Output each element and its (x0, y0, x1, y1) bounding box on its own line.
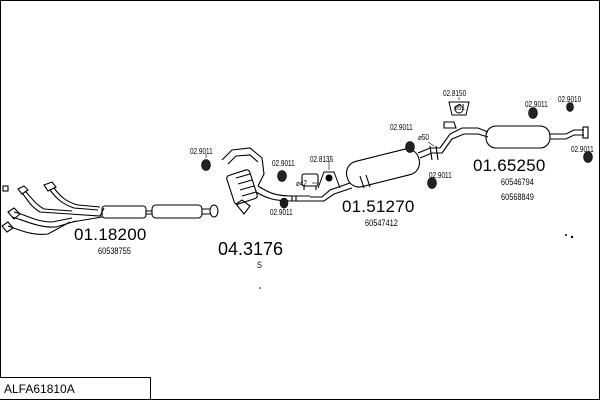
fitting-code-2: 02.9011 (272, 159, 295, 168)
part-number-middle-silencer: 01.51270 (342, 197, 415, 216)
fitting-code-8: 02.9011 (525, 100, 548, 109)
oe-number-rear-silencer-2: 60568849 (501, 192, 534, 202)
fitting-marks (201, 102, 593, 209)
clamp-shape (317, 171, 341, 189)
diameter-label-1: ⌀42 (296, 179, 307, 188)
part-number-catalyst: 04.3176 (218, 239, 284, 259)
oe-number-rear-silencer-1: 60546794 (501, 177, 534, 187)
rear-silencer-shape (439, 121, 589, 154)
leader-lines (205, 97, 573, 210)
middle-silencer-shape (310, 145, 442, 202)
part-number-front-pipe: 01.18200 (74, 225, 147, 244)
variant-catalyst: S (257, 260, 262, 270)
model-code-box: ALFA61810A (0, 377, 151, 399)
fitting-code-5: 02.9011 (390, 123, 413, 132)
model-code: ALFA61810A (4, 382, 75, 396)
oe-number-middle-silencer: 60547412 (365, 218, 398, 228)
front-pipe-shape (1, 181, 219, 235)
catalytic-converter-shape (221, 147, 319, 215)
fitting-code-3: 02.8135 (310, 155, 334, 164)
oe-number-front-pipe: 60538755 (98, 246, 131, 256)
diameter-label-3: ⌀51 (454, 103, 465, 112)
fitting-code-1: 02.9011 (190, 147, 213, 156)
decor-dots (259, 234, 574, 289)
part-number-rear-silencer: 01.65250 (473, 156, 546, 175)
fitting-code-9: 02.9010 (558, 95, 582, 104)
fitting-code-10: 02.9011 (571, 145, 594, 154)
diameter-label-2: ⌀50 (418, 133, 429, 142)
fitting-code-6: 02.8150 (443, 89, 467, 98)
fitting-code-7: 02.9011 (429, 171, 452, 180)
mounting-ring-shape (448, 101, 470, 116)
fitting-code-4: 02.9011 (270, 208, 293, 217)
